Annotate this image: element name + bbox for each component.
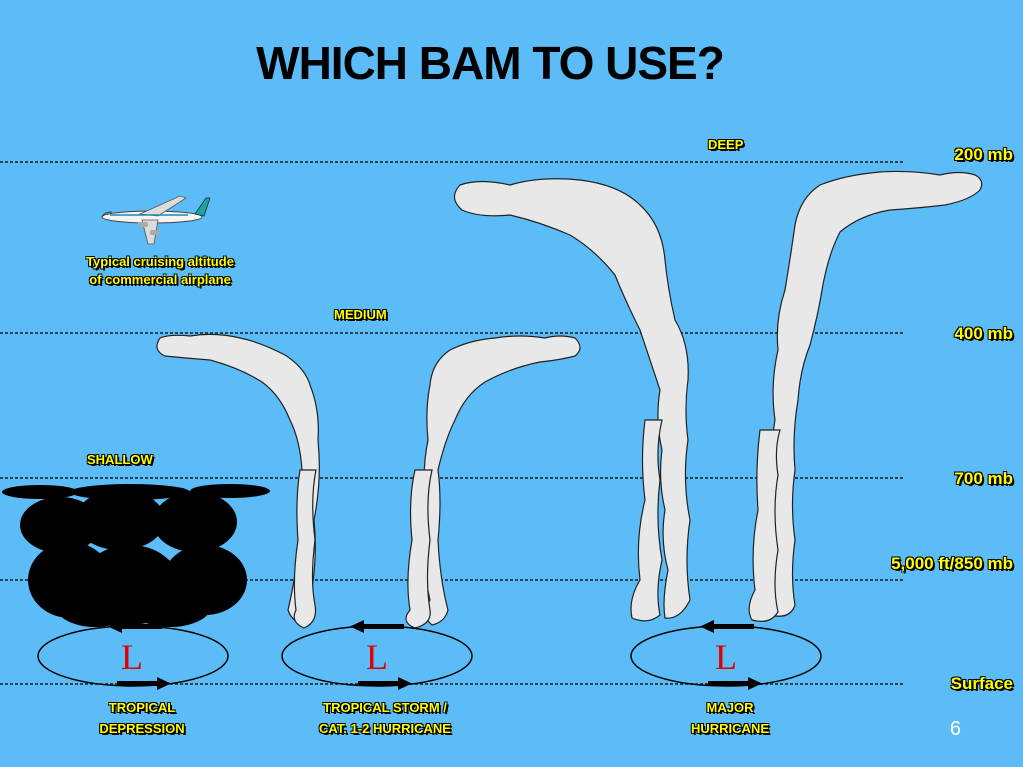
arrow-bottom-shaft-3 [708, 681, 750, 686]
arrow-top-shaft-1 [120, 624, 162, 629]
shallow-cloud [2, 484, 270, 627]
system-caption-line2: DEPRESSION [99, 721, 185, 736]
medium-cloud-left-lower [293, 469, 317, 629]
arrow-bottom-head-2 [398, 677, 412, 690]
level-label-700: 700 mb [954, 469, 1013, 488]
system-caption-line2: CAT. 1-2 HURRICANE [319, 721, 451, 736]
low-marker-major: L [715, 637, 737, 677]
depth-label-shallow: SHALLOW [87, 452, 153, 467]
level-label-400: 400 mb [954, 324, 1013, 343]
airplane-icon [101, 195, 211, 245]
deep-cloud-left-lower [630, 419, 663, 622]
system-caption-line1: MAJOR [706, 700, 754, 715]
airplane-caption: Typical cruising altitude of commercial … [60, 253, 260, 289]
low-marker-depression: L [121, 637, 143, 677]
system-caption-line1: TROPICAL [108, 700, 176, 715]
arrow-bottom-shaft-1 [117, 681, 159, 686]
system-caption-line1: TROPICAL STORM / [323, 700, 447, 715]
level-label-850: 5,000 ft/850 mb [891, 554, 1013, 573]
arrow-top-head-2 [350, 620, 364, 633]
airplane-caption-line1: Typical cruising altitude [86, 254, 234, 269]
low-marker-storm: L [366, 637, 388, 677]
deep-cloud-left [453, 178, 691, 619]
page-number: 6 [949, 718, 961, 740]
medium-cloud-right [423, 335, 581, 626]
system-caption-depression: TROPICAL DEPRESSION [42, 697, 242, 739]
deep-cloud-right-lower [748, 429, 781, 622]
medium-cloud-right-lower [405, 469, 433, 629]
arrow-bottom-head-1 [157, 677, 171, 690]
airplane-caption-line2: of commercial airplane [89, 272, 231, 287]
system-caption-major: MAJOR HURRICANE [630, 697, 830, 739]
arrow-top-shaft-2 [362, 624, 404, 629]
arrow-top-shaft-3 [712, 624, 754, 629]
depth-label-deep: DEEP [708, 137, 744, 152]
arrow-top-head-3 [700, 620, 714, 633]
level-label-surface: Surface [950, 674, 1013, 693]
arrow-bottom-head-3 [748, 677, 762, 690]
system-caption-line2: HURRICANE [691, 721, 769, 736]
deep-cloud-right [765, 170, 983, 617]
slide-title: WHICH BAM TO USE? [256, 37, 725, 89]
depth-label-medium: MEDIUM [334, 307, 387, 322]
arrow-bottom-shaft-2 [358, 681, 400, 686]
level-label-200: 200 mb [954, 145, 1013, 164]
arrow-top-head-1 [108, 620, 122, 633]
system-caption-storm: TROPICAL STORM / CAT. 1-2 HURRICANE [275, 697, 495, 739]
